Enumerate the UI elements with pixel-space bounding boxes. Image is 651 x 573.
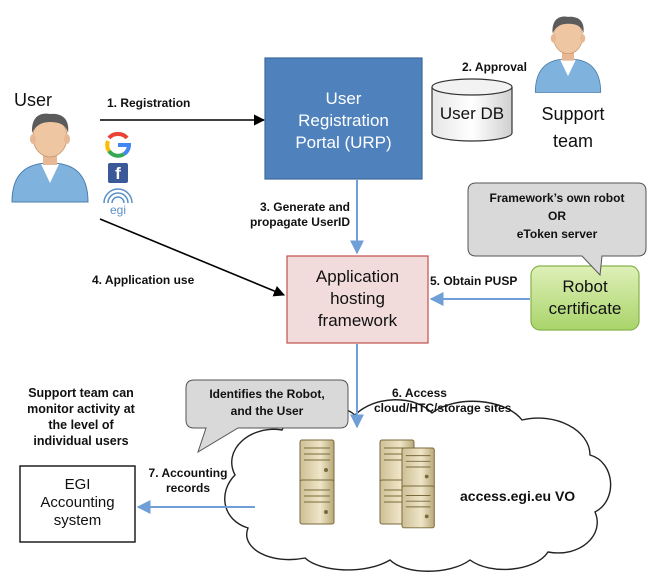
egi-glyph: egi [109, 203, 126, 217]
server-rack-icon [401, 447, 435, 529]
urp-label-line3: Portal (URP) [295, 133, 392, 152]
monitor-note-line4: individual users [33, 434, 129, 448]
facebook-glyph: f [115, 164, 121, 183]
step-7-label: 7. Accounting records [140, 466, 236, 496]
ahf-label-line2: hosting [330, 289, 385, 308]
urp-label: User Registration Portal (URP) [265, 88, 422, 154]
user-person-icon [11, 113, 89, 203]
robot-source-callout [467, 182, 647, 277]
egi-label-line3: system [53, 512, 102, 529]
support-team-label-line1: Support [541, 104, 605, 124]
ahf-label-line3: framework [317, 311, 398, 330]
robot-label-line1: Robot [562, 277, 608, 296]
vo-label: access.egi.eu VO [460, 488, 576, 504]
step-3-line2: propagate UserID [249, 215, 350, 229]
identifies-callout-text: Identifies the Robot, and the User [186, 386, 348, 420]
server-rack-icon [299, 439, 335, 525]
step-1-label: 1. Registration [107, 96, 191, 110]
urp-box [264, 57, 423, 180]
step-3-line1: 3. Generate and [259, 200, 350, 214]
google-icon [105, 132, 132, 158]
ahf-label: Application hosting framework [287, 266, 428, 332]
egi-label-line2: Accounting [40, 494, 115, 511]
egi-icon [103, 188, 133, 204]
step-6-label: 6. Access cloud/HTC/storage sites [374, 386, 511, 416]
robot-source-line1: Framework’s own robot [489, 191, 625, 205]
robot-source-line2: OR [548, 209, 566, 223]
urp-label-line2: Registration [298, 111, 389, 130]
urp-label-line1: User [325, 89, 362, 108]
facebook-icon [108, 163, 128, 183]
monitor-note-line2: monitor activity at [27, 402, 135, 416]
userdb-label: User DB [439, 104, 505, 123]
step-3-label: 3. Generate and propagate UserID [225, 200, 350, 230]
monitor-note-line3: the level of [48, 418, 114, 432]
monitor-note-line1: Support team can [28, 386, 134, 400]
robot-source-line3: eToken server [516, 227, 598, 241]
step-7-line2: records [165, 481, 211, 495]
identifies-line1: Identifies the Robot, [209, 387, 325, 401]
egi-label-line1: EGI [64, 476, 91, 493]
identifies-callout [185, 379, 349, 454]
ahf-box [286, 255, 429, 344]
egi-accounting-box [19, 465, 136, 543]
user-label: User [14, 90, 53, 110]
step-5-label: 5. Obtain PUSP [430, 274, 518, 288]
egi-accounting-label: EGI Accounting system [20, 476, 135, 530]
database-icon [431, 78, 513, 142]
step-6-line1: 6. Access [392, 386, 447, 400]
robot-label-line2: certificate [548, 299, 622, 318]
ahf-label-line1: Application [315, 267, 400, 286]
robot-source-callout-text: Framework’s own robot OR eToken server [468, 189, 646, 243]
step-6-line2: cloud/HTC/storage sites [374, 401, 512, 415]
step-2-label: 2. Approval [462, 60, 527, 74]
robot-certificate-box [530, 265, 640, 331]
identifies-line2: and the User [230, 404, 304, 418]
support-monitor-note: Support team can monitor activity at the… [6, 385, 156, 449]
step-7-line1: 7. Accounting [148, 466, 228, 480]
support-person-icon [534, 16, 602, 93]
step-4-label: 4. Application use [92, 273, 195, 287]
support-team-label-line2: team [552, 131, 594, 151]
robot-certificate-label: Robot certificate [531, 276, 639, 320]
arrow-application-use [99, 218, 286, 297]
